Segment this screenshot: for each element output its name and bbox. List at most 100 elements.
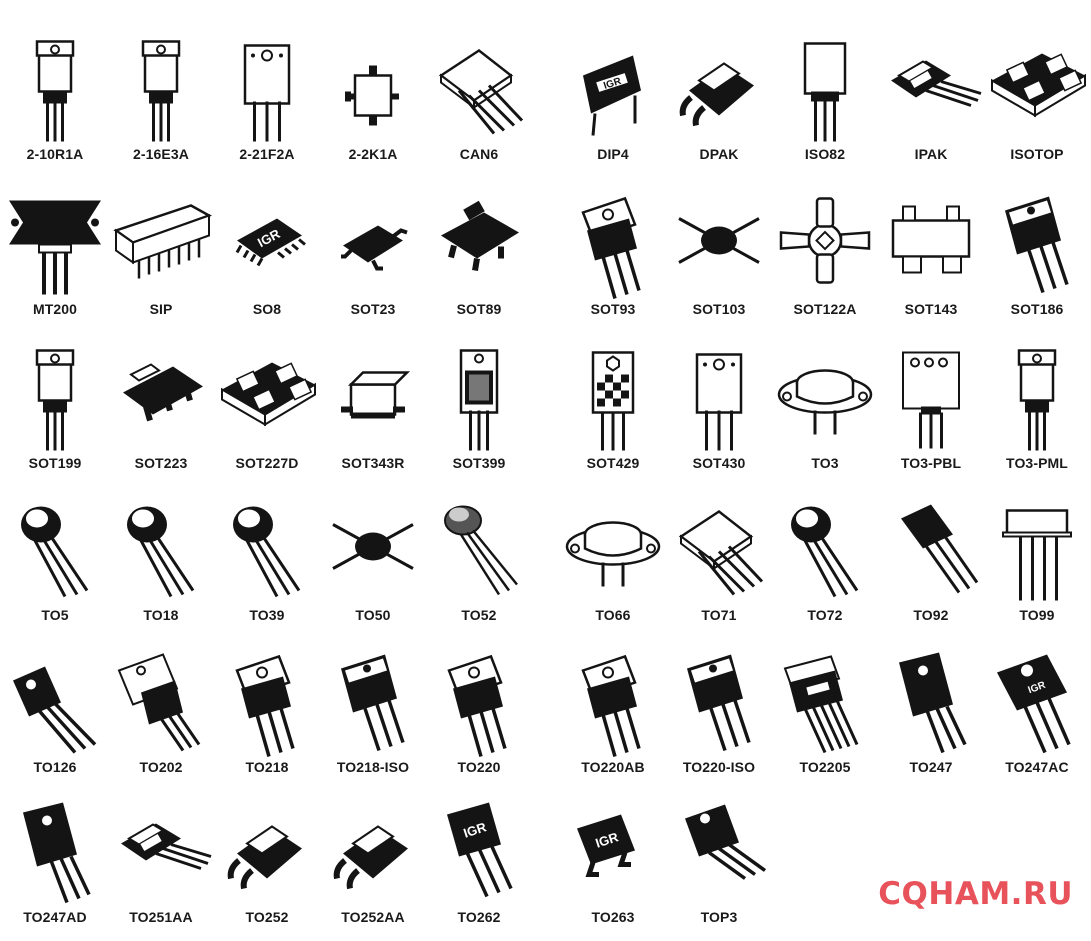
package-item: TO247AD — [2, 791, 108, 941]
package-drawing-icon — [687, 654, 751, 752]
package-drawing-icon — [679, 62, 754, 127]
package-item: SOT103 — [666, 183, 772, 333]
package-label: TO3-PBL — [900, 455, 962, 471]
package-drawing-icon — [121, 823, 212, 870]
package-item: 2-10R1A — [2, 28, 108, 178]
package-grid: 2-10R1A 2-16E3A 2-21F2A 2-2K1A CAN6 IGR … — [2, 28, 1090, 925]
package-item: SOT199 — [2, 337, 108, 487]
package-drawing-icon — [581, 654, 641, 757]
svg-text:IGR: IGR — [462, 819, 489, 841]
package-drawing-icon — [678, 509, 764, 596]
package-item: IGR TO262 — [426, 791, 532, 941]
package-drawing-icon — [221, 362, 316, 427]
package-label: SOT223 — [134, 455, 188, 471]
package-drawing-icon — [803, 42, 847, 142]
package-label: TO18 — [143, 607, 179, 623]
package-drawing-icon — [35, 40, 75, 142]
package-label: DIP4 — [597, 146, 629, 162]
package-item: SOT93 — [560, 183, 666, 333]
package-drawing-icon — [444, 505, 518, 596]
package-label: IPAK — [914, 146, 948, 162]
package-item: SOT399 — [426, 337, 532, 487]
package-item: TO66 — [560, 489, 666, 639]
package-label: TO39 — [249, 607, 285, 623]
package-drawing-icon — [35, 349, 75, 451]
package-label: TO5 — [41, 607, 69, 623]
package-item: SOT23 — [320, 183, 426, 333]
package-label: SOT343R — [341, 455, 405, 471]
package-label: TOP3 — [700, 909, 738, 925]
package-label: TO92 — [913, 607, 949, 623]
package-drawing-icon — [783, 655, 859, 754]
package-item: TO2205 — [772, 641, 878, 791]
package-label: TO247AD — [23, 909, 87, 925]
package-label: 2-21F2A — [239, 146, 295, 162]
package-item: TO39 — [214, 489, 320, 639]
package-drawing-icon — [341, 371, 411, 419]
package-item: SOT430 — [666, 337, 772, 487]
package-item: ISO82 — [772, 28, 878, 178]
package-label: SOT122A — [793, 301, 857, 317]
package-label: SOT430 — [692, 455, 746, 471]
package-label: TO220-ISO — [682, 759, 756, 775]
package-drawing-icon — [13, 666, 97, 754]
package-drawing-icon — [902, 351, 960, 449]
package-item: TO251AA — [108, 791, 214, 941]
package-item: DPAK — [666, 28, 772, 178]
package-item: 2-16E3A — [108, 28, 214, 178]
package-item: MT200 — [2, 183, 108, 333]
package-drawing-icon — [235, 654, 295, 757]
package-item: SOT143 — [878, 183, 984, 333]
package-item: IGR SO8 — [214, 183, 320, 333]
package-label: TO220AB — [581, 759, 645, 775]
package-label: TO263 — [591, 909, 635, 925]
package-drawing-icon — [591, 351, 635, 451]
package-drawing-icon — [345, 65, 399, 126]
package-label: MT200 — [32, 301, 78, 317]
package-label: 2-16E3A — [133, 146, 189, 162]
package-label: 2-10R1A — [26, 146, 84, 162]
package-label: 2-2K1A — [348, 146, 398, 162]
package-label: TO202 — [139, 759, 183, 775]
package-item: TO202 — [108, 641, 214, 791]
package-drawing-icon — [901, 504, 979, 594]
package-item: 2-21F2A — [214, 28, 320, 178]
package-item: TO220AB — [560, 641, 666, 791]
package-item: TO220 — [426, 641, 532, 791]
package-drawing-icon — [243, 44, 291, 142]
package-label: TO247AC — [1005, 759, 1069, 775]
package-label: TO66 — [595, 607, 631, 623]
package-drawing-icon — [685, 804, 767, 880]
package-label: SOT199 — [28, 455, 82, 471]
package-item: IGR TO247AC — [984, 641, 1090, 791]
package-drawing-icon — [899, 652, 967, 754]
package-drawing-icon — [1005, 196, 1069, 294]
package-drawing-icon — [117, 653, 201, 752]
package-item: TO71 — [666, 489, 772, 639]
package-item: TO72 — [772, 489, 878, 639]
package-drawing-icon — [891, 205, 971, 274]
package-drawing-icon — [21, 506, 89, 598]
package-drawing-icon — [447, 654, 507, 757]
package-drawing-icon — [459, 349, 499, 451]
package-item: TO92 — [878, 489, 984, 639]
package-drawing-icon: IGR — [235, 218, 306, 267]
package-item: TO252AA — [320, 791, 426, 941]
package-drawing-icon — [438, 48, 524, 135]
package-item: TO126 — [2, 641, 108, 791]
package-label: SOT103 — [692, 301, 746, 317]
package-item: TO218 — [214, 641, 320, 791]
package-label: SOT89 — [456, 301, 502, 317]
package-label: TO251AA — [129, 909, 193, 925]
package-drawing-icon — [233, 506, 301, 598]
package-item: TO247 — [878, 641, 984, 791]
package-drawing-icon — [581, 196, 641, 299]
package-label: ISOTOP — [1010, 146, 1064, 162]
package-drawing-icon: IGR — [583, 55, 641, 136]
package-item: SOT122A — [772, 183, 878, 333]
package-drawing-icon — [779, 197, 871, 284]
package-drawing-icon — [332, 523, 414, 570]
package-item: TO99 — [984, 489, 1090, 639]
package-label: TO252AA — [341, 909, 405, 925]
package-label: SOT227D — [235, 455, 299, 471]
